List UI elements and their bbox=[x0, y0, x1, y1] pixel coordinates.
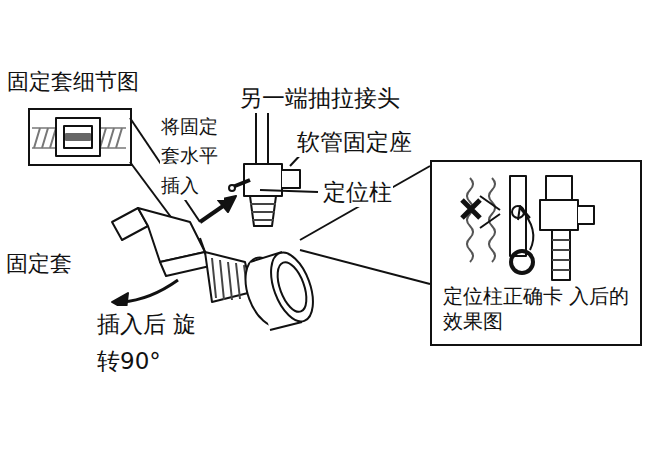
hose-seat bbox=[229, 112, 300, 226]
part-label: 固定套 bbox=[5, 250, 73, 278]
part-label: 软管固定座 bbox=[296, 128, 413, 157]
part-label: 插入后 旋转90° bbox=[96, 306, 210, 380]
detail-sketch bbox=[32, 118, 126, 156]
box-text: 定位柱正确卡 入后的效果图 bbox=[442, 284, 634, 334]
box-text: 固定套细节图 bbox=[6, 68, 140, 96]
inset-box: 定位柱正确卡 入后的效果图 bbox=[430, 160, 642, 346]
part-label: 另一端抽拉接头 bbox=[238, 84, 401, 113]
detail-box: 固定套细节图 bbox=[28, 108, 132, 166]
part-label: 将固定 套水平 插入 bbox=[160, 112, 224, 200]
inset-sketch bbox=[462, 176, 594, 280]
part-label: 定位柱 bbox=[322, 178, 393, 207]
